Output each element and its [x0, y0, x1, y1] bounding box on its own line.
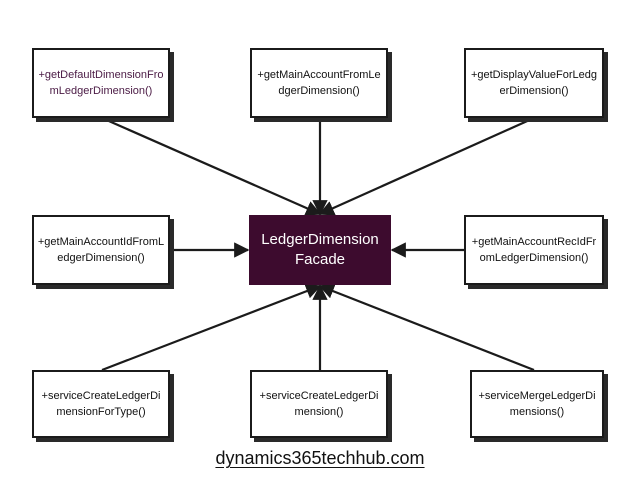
node-label: +getMainAccountRecIdFromLedgerDimension(… — [471, 236, 597, 264]
get-main-account-id-node: +getMainAccountIdFromLedgerDimension() — [32, 215, 170, 285]
get-display-value-node: +getDisplayValueForLedgerDimension() — [464, 48, 604, 118]
edge-bl-center — [101, 283, 322, 372]
site-url[interactable]: dynamics365techhub.com — [215, 448, 425, 468]
node-label: +getDefaultDimensionFromLedgerDimension(… — [38, 69, 164, 97]
node-label: +serviceCreateLedgerDimensionForType() — [41, 390, 161, 418]
service-create-ledger-dimension-for-type-node: +serviceCreateLedgerDimensionForType() — [32, 370, 170, 438]
edge-tr-center — [318, 116, 535, 216]
node-label: +serviceCreateLedgerDimension() — [259, 390, 379, 418]
facade-label: LedgerDimension Facade — [261, 231, 379, 268]
node-label: +getMainAccountIdFromLedgerDimension() — [37, 236, 165, 264]
get-default-dimension-node: +getDefaultDimensionFromLedgerDimension(… — [32, 48, 170, 118]
get-main-account-rec-id-node: +getMainAccountRecIdFromLedgerDimension(… — [464, 215, 604, 285]
service-create-ledger-dimension-node: +serviceCreateLedgerDimension() — [250, 370, 388, 438]
edge-br-center — [318, 283, 535, 372]
node-label: +serviceMergeLedgerDimensions() — [478, 390, 596, 418]
get-main-account-node: +getMainAccountFromLedgerDimension() — [250, 48, 388, 118]
node-label: +getDisplayValueForLedgerDimension() — [470, 69, 598, 97]
ledger-dimension-facade-node: LedgerDimension Facade — [249, 215, 391, 285]
node-label: +getMainAccountFromLedgerDimension() — [257, 69, 381, 97]
edge-tl-center — [101, 116, 322, 216]
service-merge-ledger-dimensions-node: +serviceMergeLedgerDimensions() — [470, 370, 604, 438]
